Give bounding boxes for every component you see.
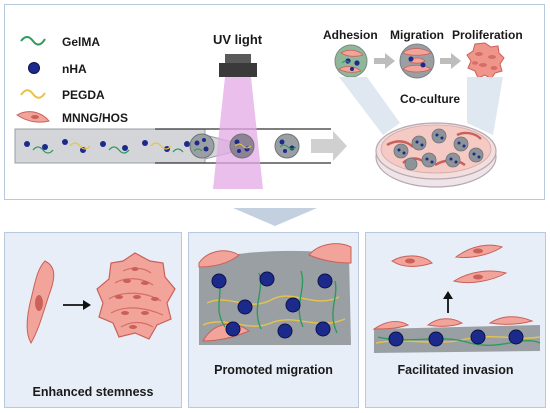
caption-facilitated-invasion: Facilitated invasion [397,363,514,377]
gelma-icon [20,36,46,46]
migration-illustration [198,243,352,345]
uv-lamp-cap [225,54,251,63]
panel-promoted-migration: Promoted migration [188,232,359,408]
fabrication-illustration [14,36,505,189]
microgel-under-uv [229,133,255,159]
proliferation-microgel [466,42,505,80]
legend-gelma-label: GelMA [62,35,101,49]
uv-light-label: UV light [213,32,263,47]
nha-particles [388,329,524,347]
step-arrow-2 [440,53,461,69]
gel-layer [374,325,540,353]
microgel-crosslinked [274,133,300,159]
stemness-illustration [26,252,176,344]
adhesion-microgel [334,44,368,78]
coculture-label: Co-culture [400,92,460,106]
dish-particles [397,133,481,164]
step-arrow-1 [374,53,395,69]
migration-microgel [399,43,435,79]
zoom-wedge-left [339,77,400,135]
dish-microgels [393,128,484,171]
pegda-icon [20,89,46,99]
caption-enhanced-stemness: Enhanced stemness [32,385,154,399]
zoom-wedge-right [467,77,503,135]
up-arrow-head [443,291,453,299]
step-proliferation-label: Proliferation [452,28,523,42]
arrow-head [83,300,91,310]
nha-particles [211,271,333,339]
cell-top-left [198,250,240,268]
process-arrow [311,131,347,161]
step-migration-label: Migration [390,28,444,42]
legend-nha-label: nHA [62,62,87,76]
microgel-before-uv [189,133,215,159]
channel-contents [24,139,190,154]
caption-promoted-migration: Promoted migration [214,363,333,377]
step-adhesion-label: Adhesion [323,28,378,42]
panel-facilitated-invasion: Facilitated invasion [365,232,546,408]
uv-beam [213,77,263,189]
fabrication-panel: GelMA nHA PEGDA MNNG/HOS UV light Adhesi… [4,4,545,200]
panel-enhanced-stemness: Enhanced stemness [4,232,182,408]
invasion-illustration [372,244,541,353]
cell-top-right [308,243,352,264]
legend-pegda-label: PEGDA [62,88,105,102]
nha-icon [28,62,40,74]
uv-lamp-body [219,63,257,77]
legend-cells-label: MNNG/HOS [62,111,128,125]
